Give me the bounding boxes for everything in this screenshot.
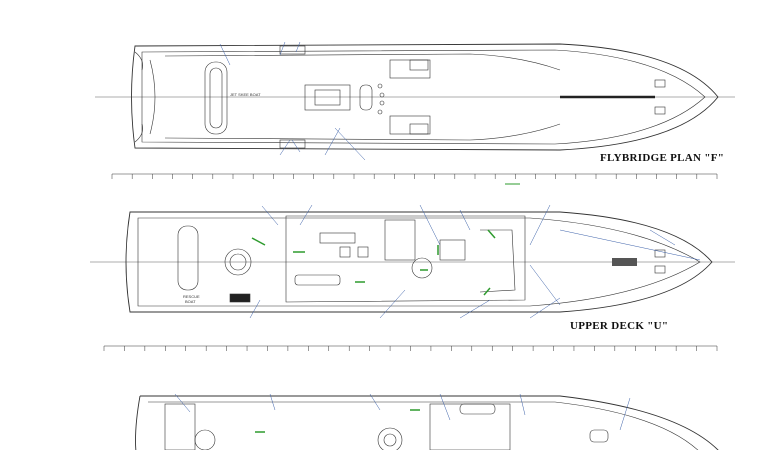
flybridge-plan-title: FLYBRIDGE PLAN "F" xyxy=(600,152,725,164)
flybridge-plan: JET SKEE BOAT xyxy=(95,41,735,161)
scale-ruler-1 xyxy=(111,173,718,185)
rescue-boat-label-2: BOAT xyxy=(185,299,196,304)
scale-ruler-2 xyxy=(103,345,718,351)
jet-ski-label: JET SKEE BOAT xyxy=(230,92,261,97)
rescue-boat-label-1: RESCUE xyxy=(183,294,200,299)
main-deck-plan xyxy=(135,393,719,450)
upper-deck-title: UPPER DECK "U" xyxy=(570,320,669,332)
upper-deck-plan: RESCUE BOAT xyxy=(90,204,735,319)
